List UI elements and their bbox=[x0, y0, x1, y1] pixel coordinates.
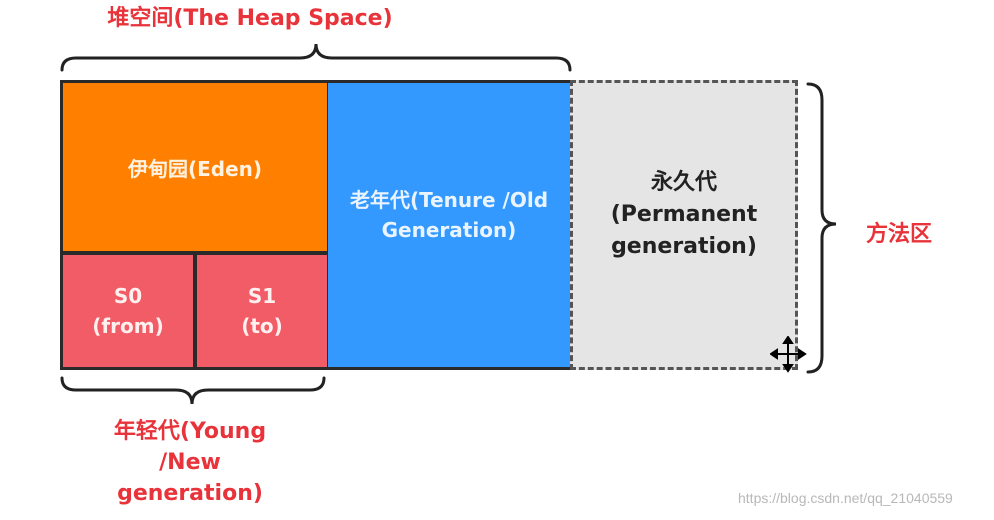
young-generation-label: 年轻代(Young /New generation) bbox=[90, 416, 290, 509]
young-generation-brace bbox=[60, 376, 326, 405]
survivor-s0-region: S0 (from) bbox=[60, 252, 196, 370]
heap-space-label: 堆空间(The Heap Space) bbox=[107, 6, 393, 31]
young-line3: generation) bbox=[117, 481, 263, 506]
young-line2: /New bbox=[159, 450, 221, 475]
heap-space-brace bbox=[60, 43, 572, 72]
young-line1: 年轻代(Young bbox=[113, 419, 267, 444]
method-area-label: 方法区 bbox=[866, 222, 933, 247]
s1-name: S1 bbox=[247, 284, 277, 308]
watermark-text: https://blog.csdn.net/qq_21040559 bbox=[738, 490, 953, 506]
eden-label: 伊甸园(Eden) bbox=[127, 156, 263, 181]
s0-name: S0 bbox=[113, 284, 143, 308]
tenure-line2: Generation) bbox=[381, 218, 517, 242]
s0-sub: (from) bbox=[92, 314, 164, 338]
move-cursor-icon bbox=[770, 336, 807, 373]
permanent-line1: 永久代 bbox=[650, 170, 717, 195]
s1-sub: (to) bbox=[241, 314, 283, 338]
tenure-region: 老年代(Tenure /Old Generation) bbox=[328, 80, 570, 370]
permanent-region: 永久代 (Permanent generation) bbox=[570, 80, 798, 370]
survivor-s1-region: S1 (to) bbox=[194, 252, 330, 370]
tenure-line1: 老年代(Tenure /Old bbox=[349, 188, 549, 212]
method-area-brace bbox=[806, 82, 837, 374]
permanent-line2: (Permanent bbox=[610, 202, 758, 227]
eden-region: 伊甸园(Eden) bbox=[60, 80, 330, 254]
permanent-line3: generation) bbox=[611, 234, 757, 259]
